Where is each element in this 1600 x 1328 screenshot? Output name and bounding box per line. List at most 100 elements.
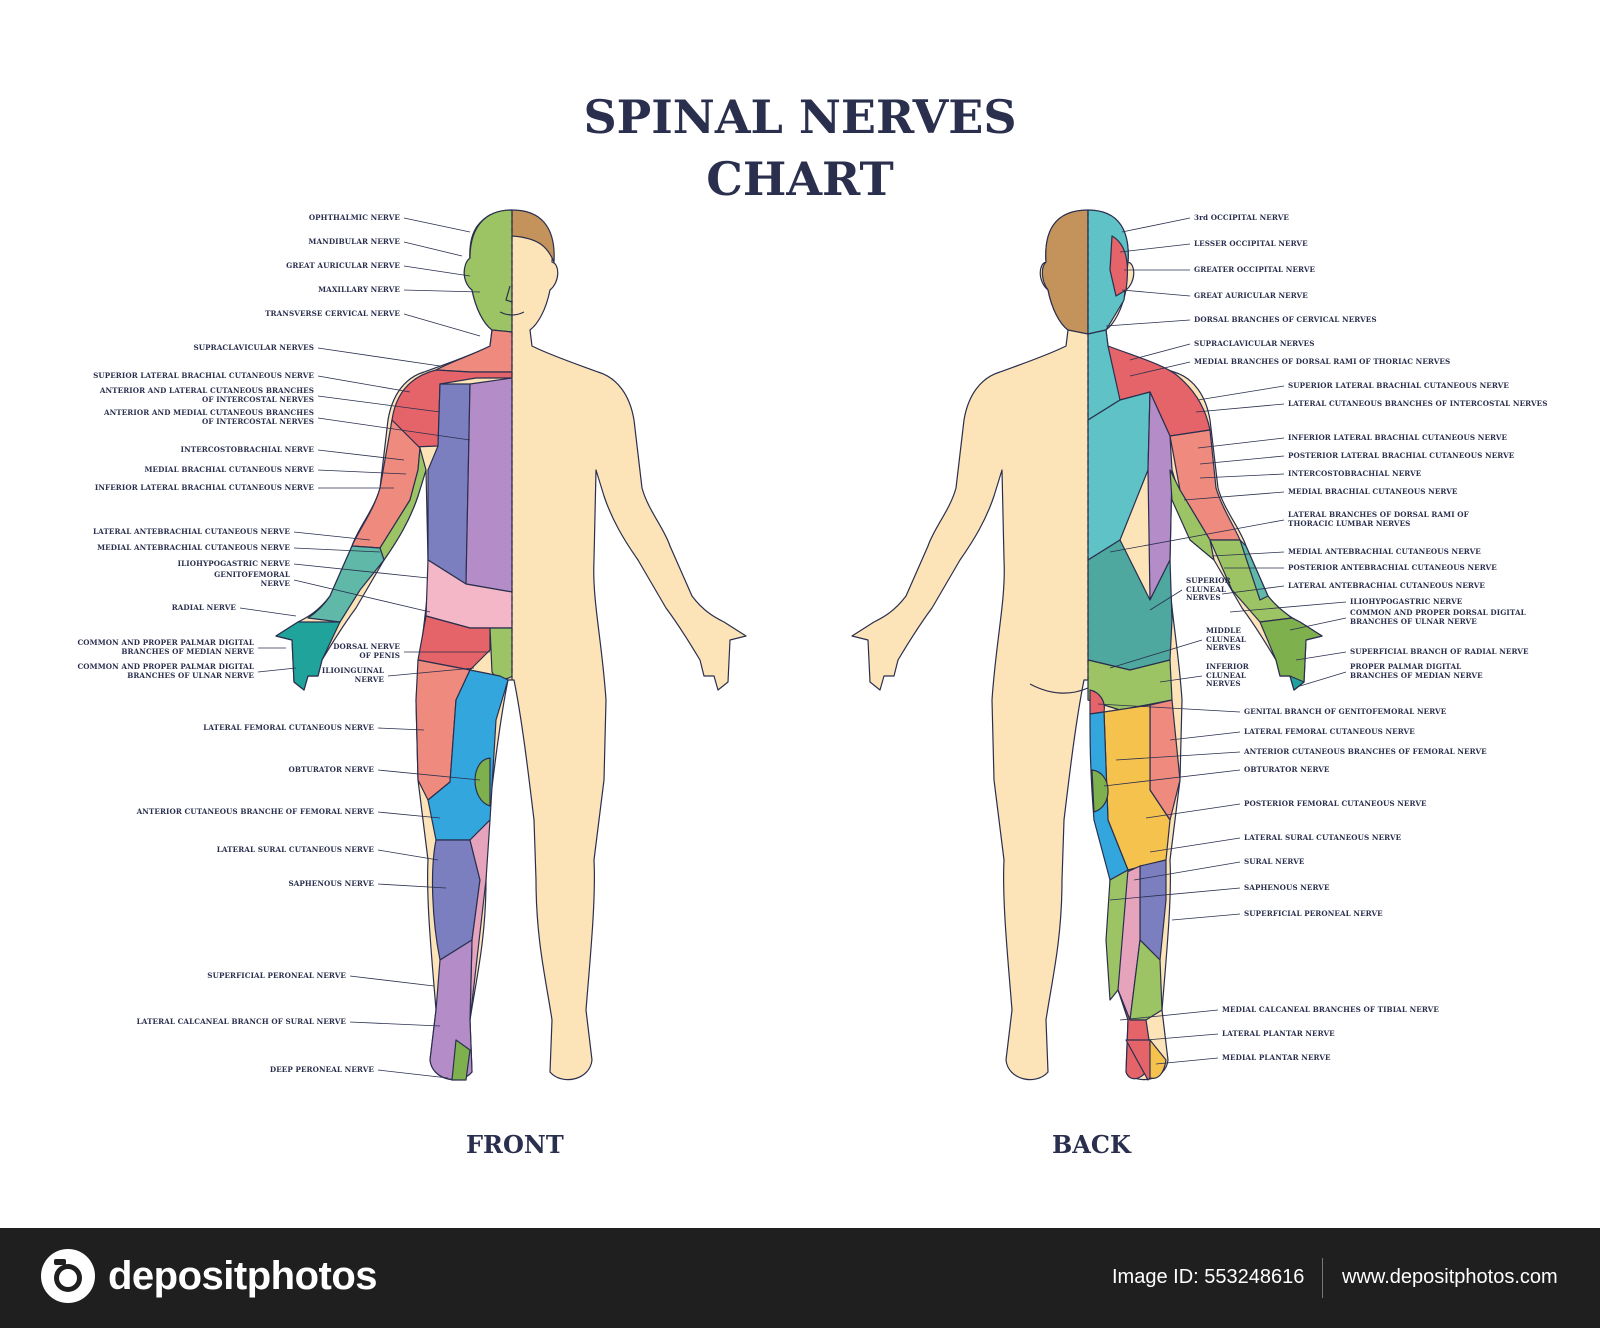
back-label-9: INFERIOR LATERAL BRACHIAL CUTANEOUS NERV… [1288, 434, 1507, 443]
front-label-16: RADIAL NERVE [172, 604, 236, 613]
front-leader-26 [350, 976, 434, 986]
back-label-2: GREATER OCCIPITAL NERVE [1194, 266, 1315, 275]
back-label-32: SUPERFICIAL PERONEAL NERVE [1244, 910, 1383, 919]
back-label-7: SUPERIOR LATERAL BRACHIAL CUTANEOUS NERV… [1288, 382, 1509, 391]
front-label-0: OPHTHALMIC NERVE [309, 214, 400, 223]
front-leader-18 [258, 668, 296, 672]
back-leader-32 [1172, 914, 1240, 920]
back-label-19: SUPERFICIAL BRANCH OF RADIAL NERVE [1350, 648, 1529, 657]
front-region-anterior-medial-intercostal [466, 378, 512, 592]
front-leader-16 [240, 608, 296, 616]
front-region-forearm [308, 546, 384, 622]
back-label-4: DORSAL BRANCHES OF CERVICAL NERVES [1194, 316, 1377, 325]
front-label-2: GREAT AURICULAR NERVE [286, 262, 400, 271]
front-leader-27 [350, 1022, 440, 1026]
front-label-22: OBTURATOR NERVE [288, 766, 374, 775]
front-label-6: SUPERIOR LATERAL BRACHIAL CUTANEOUS NERV… [93, 372, 314, 381]
back-label-23: INFERIORCLUNEALNERVES [1206, 663, 1249, 689]
front-label-27: LATERAL CALCANEAL BRANCH OF SURAL NERVE [137, 1018, 346, 1027]
front-leader-4 [404, 314, 480, 336]
back-leader-5 [1130, 344, 1190, 360]
back-label-15: POSTERIOR ANTEBRACHIAL CUTANEOUS NERVE [1288, 564, 1497, 573]
front-label-28: DEEP PERONEAL NERVE [270, 1066, 374, 1075]
back-label-11: INTERCOSTOBRACHIAL NERVE [1288, 470, 1421, 479]
camera-logo-icon [40, 1248, 96, 1304]
back-label-26: ANTERIOR CUTANEOUS BRANCHES OF FEMORAL N… [1244, 748, 1487, 757]
front-label-26: SUPERFICIAL PERONEAL NERVE [207, 972, 346, 981]
front-region-dorsal-penis [490, 628, 512, 679]
front-label-23: ANTERIOR CUTANEOUS BRANCHE OF FEMORAL NE… [137, 808, 374, 817]
back-label-27: OBTURATOR NERVE [1244, 766, 1330, 775]
back-label-28: POSTERIOR FEMORAL CUTANEOUS NERVE [1244, 800, 1427, 809]
back-label-10: POSTERIOR LATERAL BRACHIAL CUTANEOUS NER… [1288, 452, 1514, 461]
back-label-1: LESSER OCCIPITAL NERVE [1194, 240, 1308, 249]
back-leader-4 [1106, 320, 1190, 326]
front-label-19: DORSAL NERVEOF PENIS [333, 643, 400, 660]
back-label-31: SAPHENOUS NERVE [1244, 884, 1330, 893]
front-leader-6 [318, 376, 410, 392]
front-label-24: LATERAL SURAL CUTANEOUS NERVE [217, 846, 374, 855]
front-leader-0 [404, 218, 470, 232]
front-label-9: INTERCOSTOBRACHIAL NERVE [181, 446, 314, 455]
back-label-14: MEDIAL ANTEBRACHIAL CUTANEOUS NERVE [1288, 548, 1481, 557]
back-leader-7 [1198, 386, 1284, 400]
image-id: Image ID: 553248616 [1112, 1266, 1304, 1289]
front-label-11: INFERIOR LATERAL BRACHIAL CUTANEOUS NERV… [95, 484, 314, 493]
front-label-3: MAXILLARY NERVE [318, 286, 400, 295]
front-label-13: MEDIAL ANTEBRACHIAL CUTANEOUS NERVE [97, 544, 290, 553]
front-view-label: FRONT [466, 1130, 564, 1159]
front-region-transverse-cervical [436, 330, 512, 372]
back-label-5: SUPRACLAVICULAR NERVES [1194, 340, 1314, 349]
back-label-3: GREAT AURICULAR NERVE [1194, 292, 1308, 301]
front-leader-5 [318, 348, 440, 366]
front-leader-3 [404, 290, 480, 292]
front-label-14: ILIOHYPOGASTRIC NERVE [178, 560, 290, 569]
front-label-4: TRANSVERSE CERVICAL NERVE [265, 310, 400, 319]
back-leader-3 [1122, 290, 1190, 296]
back-view-label: BACK [1052, 1130, 1131, 1159]
front-label-18: COMMON AND PROPER PALMAR DIGITALBRANCHES… [77, 663, 254, 680]
back-region-upper-arm [1170, 430, 1240, 540]
back-leader-20 [1300, 672, 1346, 686]
brand-name: depositphotos [108, 1254, 377, 1299]
front-label-5: SUPRACLAVICULAR NERVES [194, 344, 314, 353]
back-label-17: ILIOHYPOGASTRIC NERVE [1350, 598, 1462, 607]
footer-divider [1322, 1258, 1323, 1298]
site-url[interactable]: www.depositphotos.com [1342, 1266, 1558, 1289]
back-label-25: LATERAL FEMORAL CUTANEOUS NERVE [1244, 728, 1415, 737]
front-label-17: COMMON AND PROPER PALMAR DIGITALBRANCHES… [77, 639, 254, 656]
back-label-33: MEDIAL CALCANEAL BRANCHES OF TIBIAL NERV… [1222, 1006, 1439, 1015]
front-label-25: SAPHENOUS NERVE [288, 880, 374, 889]
diagram-canvas: SPINAL NERVES CHART [0, 0, 1600, 1228]
back-leader-0 [1122, 218, 1190, 232]
back-label-35: MEDIAL PLANTAR NERVE [1222, 1054, 1331, 1063]
front-leader-1 [404, 242, 462, 256]
back-label-24: GENITAL BRANCH OF GENITOFEMORAL NERVE [1244, 708, 1446, 717]
back-label-8: LATERAL CUTANEOUS BRANCHES OF INTERCOSTA… [1288, 400, 1548, 409]
back-label-34: LATERAL PLANTAR NERVE [1222, 1030, 1335, 1039]
footer-bar: depositphotos Image ID: 553248616 www.de… [0, 1228, 1600, 1328]
back-hair [1042, 210, 1088, 334]
back-label-16: LATERAL ANTEBRACHIAL CUTANEOUS NERVE [1288, 582, 1485, 591]
back-label-6: MEDIAL BRANCHES OF DORSAL RAMI OF THORIA… [1194, 358, 1450, 367]
back-label-0: 3rd OCCIPITAL NERVE [1194, 214, 1289, 223]
front-label-8: ANTERIOR AND MEDIAL CUTANEOUS BRANCHESOF… [104, 409, 314, 426]
back-label-30: SURAL NERVE [1244, 858, 1304, 867]
back-leader-1 [1120, 244, 1190, 252]
front-leader-2 [404, 266, 470, 276]
brand[interactable]: depositphotos [40, 1248, 377, 1304]
back-label-12: MEDIAL BRACHIAL CUTANEOUS NERVE [1288, 488, 1458, 497]
front-label-21: LATERAL FEMORAL CUTANEOUS NERVE [203, 724, 374, 733]
front-label-12: LATERAL ANTEBRACHIAL CUTANEOUS NERVE [93, 528, 290, 537]
front-label-1: MANDIBULAR NERVE [308, 238, 400, 247]
front-label-10: MEDIAL BRACHIAL CUTANEOUS NERVE [144, 466, 314, 475]
back-label-29: LATERAL SURAL CUTANEOUS NERVE [1244, 834, 1401, 843]
back-leader-8 [1196, 404, 1284, 412]
